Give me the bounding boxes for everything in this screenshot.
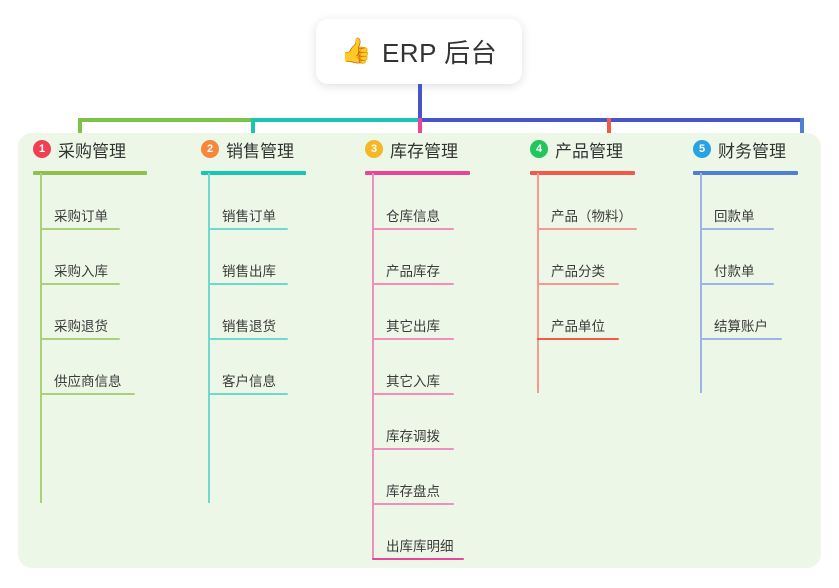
page-title: ERP 后台 — [381, 38, 498, 68]
column-rule-sales — [201, 171, 306, 175]
column-badge-1: 1 — [33, 140, 51, 158]
item-rule — [40, 228, 120, 230]
column-rule-purchase — [33, 171, 147, 175]
diagram-panel: 1 采购管理 采购订单 采购入库 采购退货 供应商信息 — [18, 133, 821, 568]
column-items-finance: 回款单 付款单 结算账户 — [700, 175, 782, 340]
column-rule-finance — [693, 171, 798, 175]
list-item[interactable]: 其它入库 — [372, 340, 460, 395]
item-rule — [208, 283, 288, 285]
column-finance: 5 财务管理 回款单 付款单 结算账户 — [678, 133, 821, 393]
column-header-product[interactable]: 4 产品管理 — [515, 133, 678, 165]
item-rule — [208, 228, 288, 230]
column-title-product: 产品管理 — [555, 141, 623, 161]
list-item[interactable]: 销售出库 — [208, 230, 288, 285]
column-items-sales: 销售订单 销售出库 销售退货 客户信息 — [208, 175, 288, 395]
list-item[interactable]: 采购订单 — [40, 175, 128, 230]
item-rule — [537, 228, 637, 230]
item-rule — [40, 393, 135, 395]
column-header-sales[interactable]: 2 销售管理 — [186, 133, 350, 165]
item-label: 供应商信息 — [54, 374, 122, 389]
item-rule — [700, 283, 774, 285]
item-rule — [372, 228, 454, 230]
item-rule — [208, 393, 288, 395]
item-rule — [372, 338, 454, 340]
item-label: 库存调拨 — [386, 429, 440, 444]
item-label: 其它出库 — [386, 319, 440, 334]
item-label: 产品（物料） — [551, 209, 632, 224]
column-items-product: 产品（物料） 产品分类 产品单位 — [537, 175, 638, 340]
item-rule — [208, 338, 288, 340]
column-items-inventory: 仓库信息 产品库存 其它出库 其它入库 库存调拨 库存盘点 — [372, 175, 464, 560]
item-rule — [700, 228, 774, 230]
item-label: 回款单 — [714, 209, 755, 224]
column-header-finance[interactable]: 5 财务管理 — [678, 133, 821, 165]
column-header-purchase[interactable]: 1 采购管理 — [18, 133, 186, 165]
item-label: 出库库明细 — [386, 539, 454, 554]
item-rule — [372, 283, 454, 285]
column-product: 4 产品管理 产品（物料） 产品分类 产品单位 — [515, 133, 678, 393]
list-item[interactable]: 付款单 — [700, 230, 774, 285]
item-label: 产品库存 — [386, 264, 440, 279]
column-items-purchase: 采购订单 采购入库 采购退货 供应商信息 — [40, 175, 135, 395]
root-title-card[interactable]: 👍 ERP 后台 — [316, 19, 522, 84]
item-label: 其它入库 — [386, 374, 440, 389]
column-purchase: 1 采购管理 采购订单 采购入库 采购退货 供应商信息 — [18, 133, 186, 503]
item-label: 产品单位 — [551, 319, 605, 334]
column-rule-inventory — [365, 171, 470, 175]
column-title-finance: 财务管理 — [718, 141, 786, 161]
list-item[interactable]: 产品（物料） — [537, 175, 638, 230]
list-item[interactable]: 产品库存 — [372, 230, 460, 285]
list-item[interactable]: 库存调拨 — [372, 395, 460, 450]
item-label: 产品分类 — [551, 264, 605, 279]
item-rule — [40, 338, 120, 340]
list-item[interactable]: 采购退货 — [40, 285, 128, 340]
item-label: 付款单 — [714, 264, 755, 279]
item-label: 采购退货 — [54, 319, 108, 334]
column-title-sales: 销售管理 — [226, 141, 294, 161]
list-item[interactable]: 其它出库 — [372, 285, 460, 340]
list-item[interactable]: 库存盘点 — [372, 450, 460, 505]
column-rule-product — [530, 171, 635, 175]
list-item[interactable]: 供应商信息 — [40, 340, 135, 395]
item-label: 采购入库 — [54, 264, 108, 279]
item-rule — [537, 338, 619, 340]
list-item[interactable]: 产品单位 — [537, 285, 638, 340]
list-item[interactable]: 产品分类 — [537, 230, 638, 285]
item-label: 仓库信息 — [386, 209, 440, 224]
item-rule — [537, 283, 619, 285]
item-rule — [372, 558, 464, 560]
item-label: 采购订单 — [54, 209, 108, 224]
item-rule — [700, 338, 782, 340]
item-rule — [372, 503, 454, 505]
column-badge-5: 5 — [693, 140, 711, 158]
item-label: 销售退货 — [222, 319, 276, 334]
list-item[interactable]: 客户信息 — [208, 340, 288, 395]
column-title-inventory: 库存管理 — [390, 141, 458, 161]
column-spine-inventory — [372, 173, 374, 559]
column-badge-4: 4 — [530, 140, 548, 158]
column-title-purchase: 采购管理 — [58, 141, 126, 161]
item-label: 销售出库 — [222, 264, 276, 279]
column-sales: 2 销售管理 销售订单 销售出库 销售退货 客户信息 — [186, 133, 350, 503]
column-badge-2: 2 — [201, 140, 219, 158]
column-header-inventory[interactable]: 3 库存管理 — [350, 133, 515, 165]
item-label: 库存盘点 — [386, 484, 440, 499]
list-item[interactable]: 销售退货 — [208, 285, 288, 340]
item-rule — [372, 393, 454, 395]
item-label: 结算账户 — [714, 319, 768, 334]
list-item[interactable]: 结算账户 — [700, 285, 782, 340]
list-item[interactable]: 回款单 — [700, 175, 774, 230]
list-item[interactable]: 仓库信息 — [372, 175, 460, 230]
item-rule — [372, 448, 454, 450]
column-inventory: 3 库存管理 仓库信息 产品库存 其它出库 其它入库 库存调拨 — [350, 133, 515, 560]
item-rule — [40, 283, 120, 285]
thumbs-up-icon: 👍 — [340, 37, 372, 65]
item-label: 客户信息 — [222, 374, 276, 389]
list-item[interactable]: 销售订单 — [208, 175, 288, 230]
item-label: 销售订单 — [222, 209, 276, 224]
list-item[interactable]: 出库库明细 — [372, 505, 464, 560]
list-item[interactable]: 采购入库 — [40, 230, 128, 285]
column-badge-3: 3 — [365, 140, 383, 158]
